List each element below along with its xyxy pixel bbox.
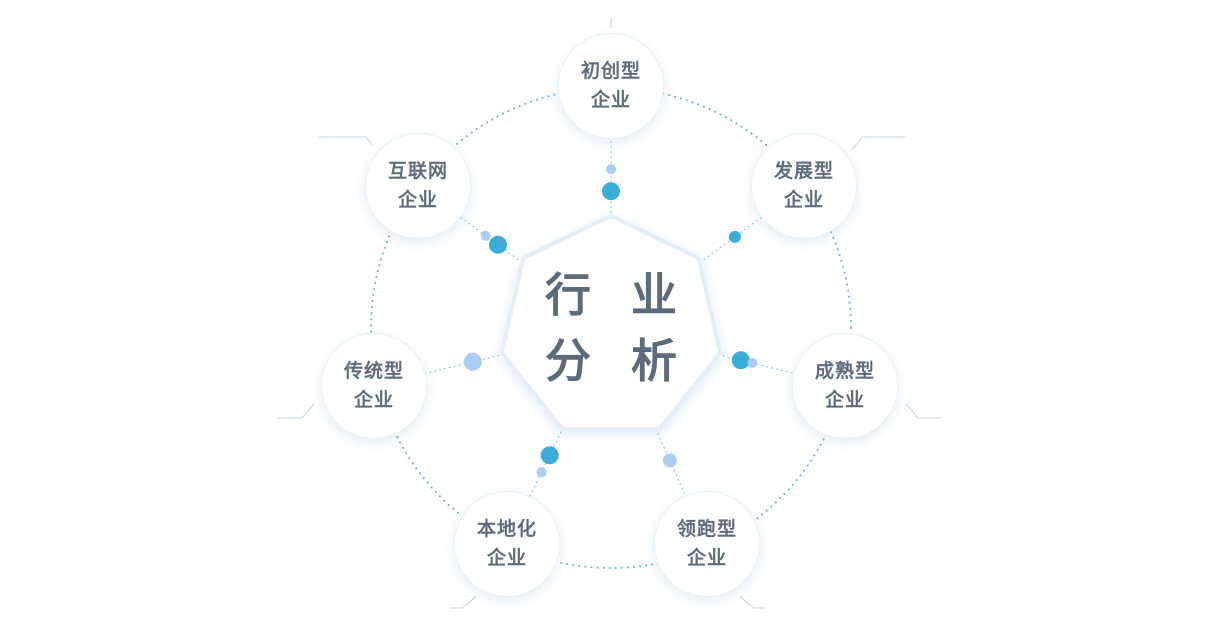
outer-dotted-ring [370, 87, 852, 569]
center-title-line1: 行 业 [544, 268, 690, 322]
decorative-line [739, 595, 765, 609]
connector-line [651, 419, 688, 499]
decorative-line [278, 403, 315, 419]
connector-dot [747, 358, 758, 368]
connector-line [691, 215, 765, 270]
connector-dot [540, 446, 559, 465]
connector-dots [463, 164, 758, 478]
connector-dot [728, 230, 741, 243]
node-label-line2: 企业 [397, 189, 438, 211]
connector-dot [536, 467, 547, 478]
connector-dot [480, 230, 491, 241]
node-startup-enterprise[interactable]: 初创型 企业 [559, 34, 663, 138]
node-label-line2: 企业 [486, 547, 527, 569]
node-label-line1: 发展型 [773, 160, 834, 182]
center-title: 行 业 分 析 [533, 262, 689, 394]
center-heptagon [499, 213, 723, 431]
connector-dot [463, 352, 482, 371]
node-leading-enterprise[interactable]: 领跑型 企业 [655, 492, 759, 596]
connector-dot [602, 182, 620, 201]
node-developing-enterprise[interactable]: 发展型 企业 [752, 134, 856, 238]
node-label-line2: 企业 [353, 389, 394, 411]
node-local-enterprise[interactable]: 本地化 企业 [455, 492, 559, 596]
decorative-line [450, 595, 477, 609]
node-internet-enterprise[interactable]: 互联网 企业 [366, 134, 470, 238]
decorative-line [905, 403, 942, 419]
decorative-line [851, 136, 905, 151]
node-label-line1: 传统型 [343, 360, 404, 382]
node-traditional-enterprise[interactable]: 传统型 企业 [322, 334, 426, 438]
connector-dot [662, 453, 677, 468]
node-label-line2: 企业 [824, 389, 865, 411]
connector-dot [731, 351, 750, 370]
decorative-lines [278, 18, 942, 609]
node-label-line1: 初创型 [580, 60, 641, 82]
node-label-line1: 互联网 [387, 160, 448, 182]
node-label-line1: 本地化 [476, 518, 537, 540]
connector-dot [606, 164, 616, 175]
node-label-line2: 企业 [783, 189, 824, 211]
node-mature-enterprise[interactable]: 成熟型 企业 [793, 334, 897, 438]
connector-dot [489, 235, 507, 254]
node-label-line1: 领跑型 [676, 518, 737, 540]
center-title-line2: 分 析 [544, 334, 690, 388]
node-label-line2: 企业 [590, 89, 631, 111]
node-label-line1: 成熟型 [814, 360, 875, 382]
decorative-line [318, 136, 373, 146]
node-label-line2: 企业 [686, 547, 727, 569]
